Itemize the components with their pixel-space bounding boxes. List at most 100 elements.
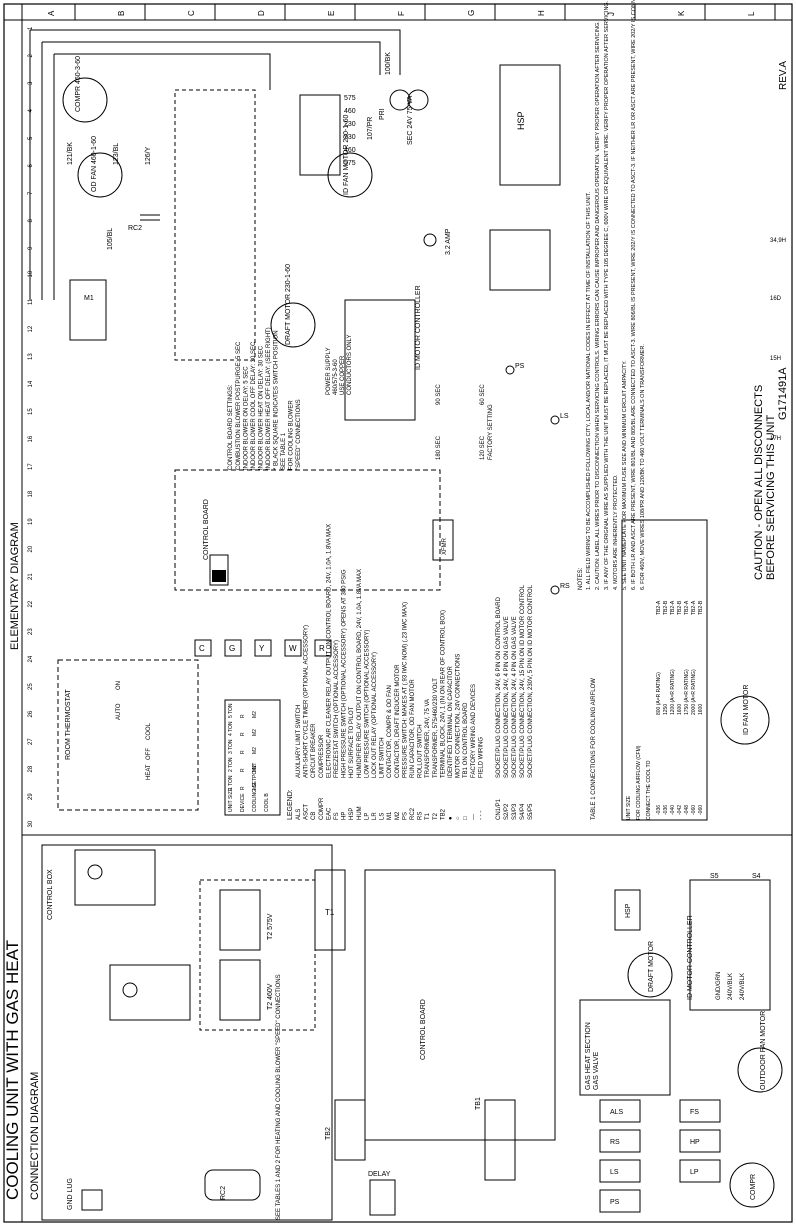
switch-box [599,1189,641,1213]
xfmr-box [432,519,454,561]
settings-line: INDOOR BLOWER COOL OFF DELAY: 30 SEC [251,341,257,470]
legend-key: M2 [395,811,401,820]
ladder-number: 30 [28,820,34,827]
setpoint-table-cell: M2 [252,765,258,772]
ladder-number: 3 [28,81,34,85]
pressure-switch-ps: PS [505,363,525,375]
socket-desc: SOCKET/PLUG CONNECTION, 24V, 15 PIN ON I… [520,584,526,778]
ladder-number: 9 [28,246,34,250]
border-letter: B [117,11,126,16]
outer-frame [3,3,793,1223]
switch-label: ALS [610,1109,624,1116]
ground-lug [81,1189,103,1211]
tb1-terminal-label: G [229,644,235,653]
legend-key: EAC [326,807,332,820]
table1-cell: TB2-A [691,600,697,615]
legend-key: ○ [456,816,462,820]
legend-key: COMPR [319,797,325,820]
ladder-number: 4 [28,109,34,113]
id-controller-label: ID MOTOR CONTROLLER [415,285,422,370]
tb2-connection [334,1099,366,1161]
tb2-connection-label: TB2 [325,1127,332,1140]
thermostat-label: ON [116,681,122,690]
legend-desc: COMPRESSOR [319,734,325,778]
setpoint-table-cell: M2 [252,711,258,718]
note-item: 2. CAUTION: LABEL ALL WIRES PRIOR TO DIS… [595,21,601,590]
s5-wire-label: GND/GRN [716,972,722,1000]
settings-line: "SPEED" CONNECTIONS [296,399,302,470]
settings-line: SEE TABLE 1 [281,432,287,470]
delay-switch-slider [212,570,226,582]
thermostat-label: COOL [146,722,152,740]
compr-label: COMPR 460-3-60 [75,56,82,112]
od-fan-label: OD FAN 460-1-60 [91,136,98,192]
wire-tag-121bk: 121/BK [67,142,74,165]
transformer-tap: 230 [344,121,356,128]
m2-coil [87,864,103,880]
pri-label: PRI [379,108,386,120]
socket-key: S5/P5 [528,803,534,820]
legend-key: RS [418,812,424,820]
tb1-terminal [314,639,332,657]
ladder-number: 6 [28,164,34,168]
transformer-tap: 575 [344,160,356,167]
legend-desc: HIGH PRESSURE SWITCH (OPTIONAL ACCESSORY… [342,569,348,778]
power-supply-line: CONDUCTORS ONLY [347,335,353,395]
see-tables-note: SEE TABLES 1 AND 2 FOR HEATING AND COOLI… [276,974,282,1220]
power-bus-l2 [42,41,381,75]
border-letter: G [467,10,476,16]
top-tag: 15H [770,356,781,362]
ladder-number: 25 [28,683,34,690]
svg-text:PS: PS [515,363,525,370]
legend-key: PS [402,812,408,820]
switch-box [599,1099,641,1123]
legend-desc: CIRCUIT BREAKER [311,723,317,778]
transformer-t1: SEC 24V 75 VA PRI [379,89,429,145]
switch-box [679,1159,721,1183]
s4-label: S4 [752,873,761,880]
table1-cell: TB2-A [684,600,690,615]
ladder-number: 2 [28,54,34,58]
socket-key: S4/P4 [520,803,526,820]
gas-heat-section [579,999,671,1096]
t2-transformer-group [199,879,316,1031]
settings-line: * BLACK SQUARE INDICATES SWITCH POSITION [274,330,280,470]
t2-575-label: T2 575V [267,913,274,940]
wire-tag-126y: 126/Y [145,146,152,165]
settings-line: FOR COOLING BLOWER [289,400,295,470]
m1-contactor: M1 [69,279,107,341]
t2-575v [219,889,261,951]
t1-transformer [314,869,346,951]
caution-line2: BEFORE SERVICING THIS UNIT [765,414,777,580]
elementary-diagram-title: ELEMENTARY DIAGRAM [9,522,21,650]
compressor-connection-label: COMPR [750,1174,757,1200]
ladder-number: 15 [28,408,34,415]
table1-cell: 1600 [698,704,704,715]
table1-cell: TB2-A [656,600,662,615]
sec-label: SEC 24V 75 VA [407,95,414,145]
ladder-number: 5 [28,136,34,140]
setpoint-table-cell: R [240,750,246,754]
ladder-number: 21 [28,573,34,580]
rollout-switch-rs: RS [550,583,570,595]
setpoint-table-cell: 4 TON [228,721,234,736]
note-item: 6. IF BOTH LR AND ASCT ARE PRESENT, WIRE… [631,0,637,590]
delay-option: FACTORY SETTING [488,404,494,460]
border-letter: D [257,10,266,16]
border-letter: E [327,11,336,16]
hsp-connection [614,889,641,931]
border-letter: K [677,10,686,16]
settings-line: INDOOR BLOWER HEAT OFF DELAY: (SEE RIGHT… [266,327,272,470]
setpoint-table-cell: 1 TON [228,775,234,790]
ladder-number: 16 [28,435,34,442]
elementary-diagram: M1 COMPR 460-3-60 OD FAN 460-1-60 RC2 12… [29,29,570,811]
delay-option: 60 SEC [480,384,486,405]
tb1-terminal-label: W [289,644,297,653]
settings-line: INDOOR BLOWER ON DELAY: 5 SEC [244,366,250,470]
legend-desc: ELECTRONIC AIR CLEANER RELAY OUTPUT ON C… [326,524,332,778]
rc2-connection-label: RC2 [220,1186,227,1200]
